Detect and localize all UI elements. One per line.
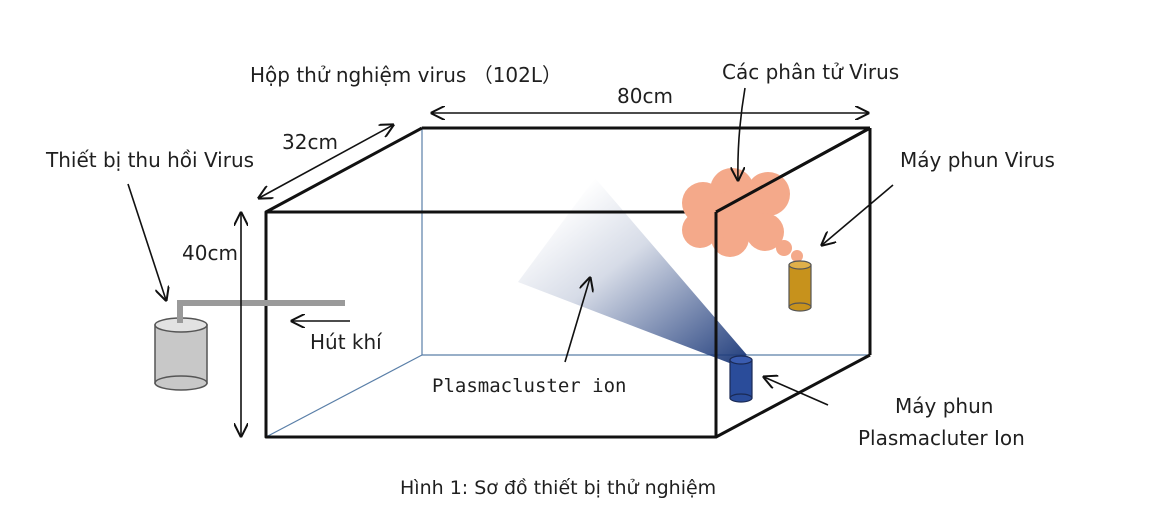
- ion-pointer-arrow: [564, 278, 590, 363]
- ion-sprayer-label-line1: Máy phun: [895, 394, 993, 418]
- box-title: Hộp thử nghiệm virus （102L）: [250, 63, 562, 87]
- figure-caption: Hình 1: Sơ đồ thiết bị thử nghiệm: [400, 477, 716, 499]
- height-label: 40cm: [182, 241, 238, 265]
- ion-sprayer-can: [729, 355, 753, 403]
- suction-pipe: [177, 300, 345, 323]
- virus-sprayer-can: [788, 260, 812, 312]
- ion-label: Plasmacluster ion: [432, 375, 626, 397]
- box-back-edges: [265, 128, 870, 438]
- virus-particles-label: Các phân tử Virus: [722, 60, 899, 84]
- virus-cloud: [682, 168, 803, 262]
- virus-collector: [154, 300, 345, 391]
- virus-collector-label: Thiết bị thu hồi Virus: [45, 148, 254, 172]
- virus-particles-pointer-arrow: [738, 87, 746, 180]
- virus-sprayer-label: Máy phun Virus: [900, 148, 1055, 172]
- suction-label: Hút khí: [310, 330, 383, 354]
- depth-dimension-arrow: [259, 125, 393, 198]
- width-label: 80cm: [617, 84, 673, 108]
- ion-sprayer-pointer-arrow: [764, 377, 829, 406]
- collector-pointer-arrow: [127, 183, 166, 300]
- ion-sprayer-label-line2: Plasmacluter Ion: [858, 426, 1025, 450]
- depth-label: 32cm: [282, 130, 338, 154]
- virus-sprayer-pointer-arrow: [822, 184, 894, 245]
- plasmacluster-ion-cone: [518, 178, 747, 364]
